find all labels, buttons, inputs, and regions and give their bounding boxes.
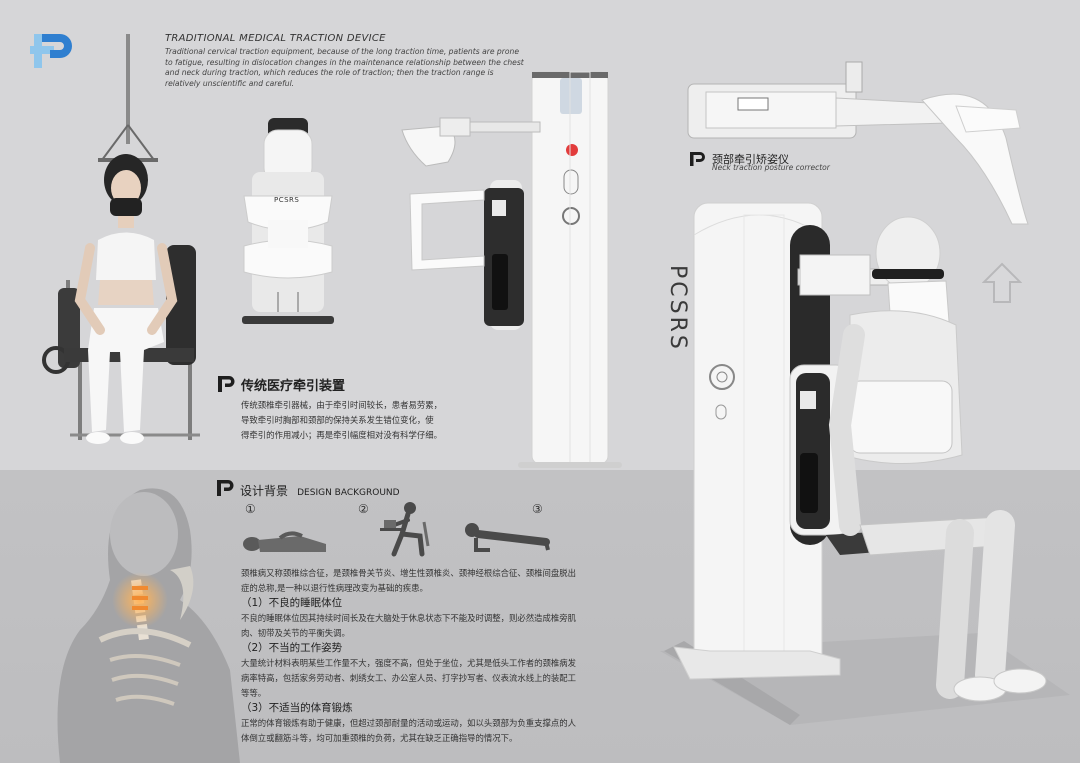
cause-2-line: 大量统计材料表明某些工作量不大，强度不高，但处于坐位，尤其是低头工作者的颈椎病发 — [241, 658, 576, 668]
device-front-view — [242, 118, 334, 324]
traditional-body-line: 导致牵引时胸部和颈部的保持关系发生错位变化，使 — [241, 415, 434, 425]
device-main-render — [660, 202, 1070, 725]
cause-2-line: 病率特高，包括家务劳动者、刺绣女工、办公室人员、打字抄写者、仪表流水线上的装配工 — [241, 673, 576, 683]
neck-corrector-label-cn: 颈部牵引矫姿仪 — [712, 153, 789, 166]
cause-3-line: 正常的体育锻炼有助于健康，但超过颈部耐量的活动或运动，如以头颈部为负重支撑点的人 — [241, 718, 576, 728]
background-logo-icon — [217, 480, 234, 496]
header-title: TRADITIONAL MEDICAL TRACTION DEVICE — [165, 33, 386, 44]
traction-arm-detail — [687, 61, 1029, 225]
cause-3-title: （3）不适当的体育锻炼 — [241, 702, 353, 714]
up-arrow-icon — [982, 262, 1022, 303]
cause-1-title: （1）不良的睡眠体位 — [241, 597, 343, 609]
neck-corrector-label-en: Neck traction posture corrector — [712, 163, 830, 172]
brand-logo-icon — [30, 34, 72, 68]
background-heading: 设计背景 DESIGN BACKGROUND — [240, 480, 400, 499]
cause-number-1: ① — [245, 502, 256, 516]
background-heading-cn: 设计背景 — [240, 484, 289, 498]
background-intro-line: 颈椎病又称颈椎综合征，是颈椎骨关节炎、增生性颈椎炎、颈神经根综合征、颈椎间盘脱出 — [241, 568, 576, 578]
background-heading-en: DESIGN BACKGROUND — [297, 488, 400, 498]
plank-exercise-figure-icon — [465, 523, 550, 552]
neck-skeleton-illustration — [57, 488, 240, 763]
cause-2-line: 等等。 — [241, 688, 267, 698]
traditional-body-line: 得牵引的作用减小；再是牵引幅度相对没有科学仔细。 — [241, 430, 442, 440]
device-side-view — [401, 71, 622, 468]
traditional-logo-icon — [218, 376, 235, 392]
cause-number-3: ③ — [532, 502, 543, 516]
cause-1-line: 肉、韧带及关节的平衡失调。 — [241, 628, 350, 638]
traditional-traction-photo — [42, 34, 200, 444]
neck-label-logo-icon — [690, 152, 705, 166]
device-main-brand: PCSRS — [665, 265, 690, 352]
traditional-body-line: 传统颈椎牵引器械，由于牵引时间较长，患者易劳累， — [241, 400, 442, 410]
sleeping-figure-icon — [243, 531, 326, 552]
device-front-brand: PCSRS — [274, 196, 300, 204]
sitting-work-figure-icon — [380, 502, 430, 557]
cause-3-line: 体倒立或翻筋斗等，均可加重颈椎的负荷，尤其在缺乏正确指导的情况下。 — [241, 733, 518, 743]
background-body: 颈椎病又称颈椎综合征，是颈椎骨关节炎、增生性颈椎炎、颈神经根综合征、颈椎间盘脱出… — [241, 566, 621, 746]
header-description: Traditional cervical traction equipment,… — [165, 47, 524, 88]
background-intro-line: 症的总称,是一种以退行性病理改变为基础的疾患。 — [241, 583, 428, 593]
traditional-heading: 传统医疗牵引装置 — [241, 379, 346, 394]
cause-number-2: ② — [358, 502, 369, 516]
traditional-body: 传统颈椎牵引器械，由于牵引时间较长，患者易劳累， 导致牵引时胸部和颈部的保持关系… — [241, 398, 471, 443]
cause-2-title: （2）不当的工作姿势 — [241, 642, 343, 654]
cause-1-line: 不良的睡眠体位因其持续时间长及在大脑处于休息状态下不能及时调整，则必然造成椎旁肌 — [241, 613, 576, 623]
